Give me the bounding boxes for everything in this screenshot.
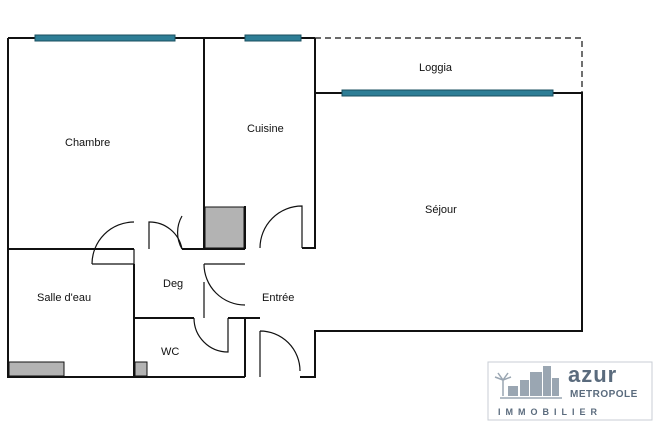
logo-tagline: IMMOBILIER [498,407,602,417]
shower-fixture [8,361,65,377]
wc-fixture [134,361,148,377]
label-chambre: Chambre [65,137,110,149]
label-cuisine: Cuisine [247,123,284,135]
window-chambre [34,34,176,42]
logo-name: azur [568,362,618,387]
palm-skyline-icon [494,366,562,399]
cuisine-fixture [204,206,245,249]
window-sejour [341,89,554,97]
doors [91,205,303,377]
label-wc: WC [161,346,179,358]
agency-logo: azur METROPOLE IMMOBILIER [488,362,653,422]
label-deg: Deg [163,278,183,290]
logo-subtitle: METROPOLE [570,389,638,400]
label-salle-eau: Salle d'eau [37,292,91,304]
window-cuisine [244,34,302,42]
label-loggia: Loggia [419,62,453,74]
label-entree: Entrée [262,292,294,304]
walls [7,37,583,378]
loggia-outline [315,37,583,93]
label-sejour: Séjour [425,204,457,216]
